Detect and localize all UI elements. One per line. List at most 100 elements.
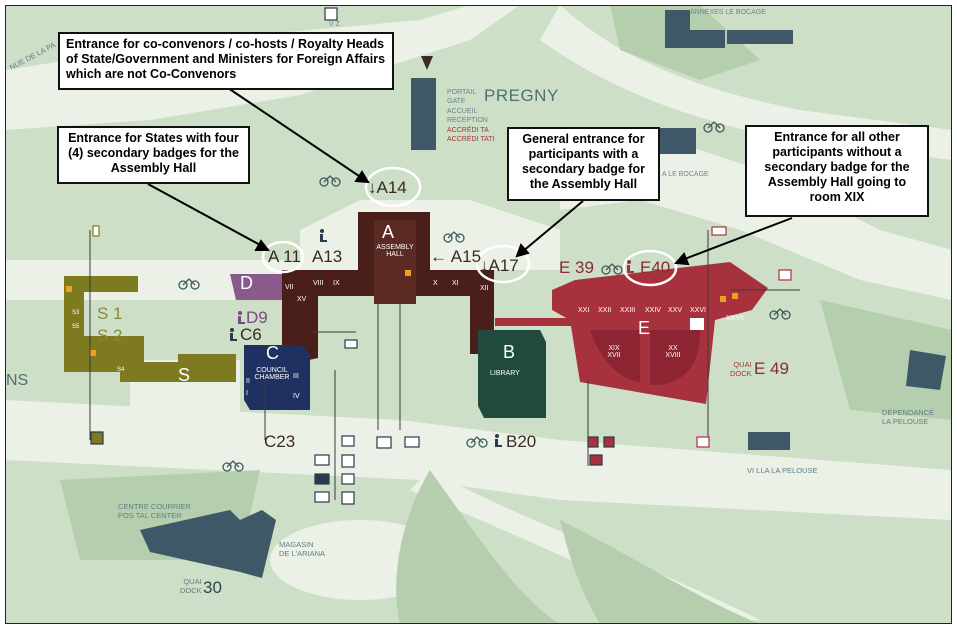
atm-icon: [92, 225, 100, 237]
wheelchair-icon: [627, 260, 634, 273]
building-b: [478, 330, 546, 418]
wheelchair-icon: [495, 434, 502, 447]
entrance-arrows: [421, 56, 433, 70]
entrance-b20: B20: [506, 432, 537, 451]
wheelchair-icon: [320, 229, 327, 242]
bicycle-icon: [222, 460, 244, 472]
building-e-letter: E: [638, 318, 651, 338]
building-e-icon: [690, 318, 704, 330]
restaurant-icon: [344, 339, 358, 349]
wheelchair-icon: [230, 328, 237, 341]
room-xxv: XXV: [668, 307, 683, 314]
bicycle-icon: [319, 175, 341, 187]
room-c-i: I: [246, 390, 248, 397]
entrance-a17: ↓A17: [480, 256, 519, 275]
callout-general-entrance: General entrance for participants with a…: [507, 127, 660, 201]
building-a-letter: A: [382, 222, 395, 242]
building-e-corridor: [495, 318, 575, 326]
room-xix: [590, 330, 640, 382]
entrance-marker: [405, 270, 411, 276]
bus-icon: [711, 226, 727, 236]
map-border: [5, 5, 952, 624]
room-vii: VII: [285, 284, 294, 291]
other-buildings: [140, 10, 946, 578]
room-c-iii: III: [293, 373, 299, 380]
place-villa: VI LLA LA PELOUSE: [747, 466, 818, 475]
room-c-ii: II: [246, 378, 250, 385]
callout-states-entrance: Entrance for States with four (4) second…: [57, 126, 250, 184]
highlight-circles: [261, 166, 678, 287]
entrance-e49: E 49: [754, 359, 789, 378]
building-a-name: ASSEMBLY HALL: [376, 244, 414, 258]
atm-icon: [341, 473, 355, 485]
assembly-hall-core: [374, 220, 416, 304]
building-d-letter: D: [240, 273, 253, 293]
bicycle-icon: [178, 278, 200, 290]
room-xxiii: XXIII: [620, 307, 636, 314]
building-s1-label: S 1: [97, 304, 123, 323]
bicycle-icon: [601, 263, 623, 275]
callout-arrows: [147, 87, 793, 266]
entrance-marker: [90, 350, 96, 356]
entrance-a11: A 11: [268, 247, 301, 266]
room-ix: IX: [333, 280, 340, 287]
entrance-e40: E40: [640, 258, 671, 277]
atm-icon: [341, 491, 355, 505]
bus-icon: [324, 7, 338, 21]
entrance-marker: [732, 293, 738, 299]
restaurant-icon: [696, 436, 710, 448]
room-xi: XI: [452, 280, 459, 287]
restaurant-icon: [778, 269, 792, 281]
room-s4: S4: [117, 367, 125, 373]
room-xxvi: XXVI: [690, 307, 706, 314]
room-xxiv: XXIV: [645, 307, 661, 314]
atm-icon: [341, 435, 355, 447]
bicycle-icon: [443, 231, 465, 243]
callout-others-entrance: Entrance for all other participants with…: [745, 125, 929, 217]
building-s-letter: S: [178, 365, 191, 385]
building-c-name: COUNCIL CHAMBER: [254, 367, 290, 381]
restaurant-icon: [404, 436, 420, 448]
entrance-c23: C23: [264, 432, 296, 451]
entrance-c6: C6: [240, 325, 262, 344]
quai-dock-30: 30: [203, 578, 222, 597]
room-xx: [650, 330, 700, 385]
entrance-d9: D9: [246, 308, 268, 327]
building-d: [230, 274, 286, 300]
room-xii: XII: [480, 285, 489, 292]
camera-icon: [376, 436, 392, 449]
building-c: [244, 345, 310, 410]
entrance-marker: [720, 296, 726, 302]
room-xxvii: XXVII: [726, 315, 744, 322]
wheelchair-icon: [238, 311, 245, 324]
room-xv: XV: [297, 296, 307, 303]
entrance-a13: A13: [312, 247, 343, 266]
entrance-a15: ← A15: [430, 247, 482, 266]
callout-vip-entrance: Entrance for co-convenors / co-hosts / R…: [58, 32, 394, 90]
building-s: [64, 276, 236, 382]
room-s3: S3: [72, 310, 80, 316]
room-xx-xviii: XX XVIII: [665, 345, 681, 359]
room-viii: VIII: [313, 280, 324, 287]
bus-icon: [314, 473, 330, 485]
room-c-iv: IV: [293, 393, 300, 400]
entrance-a14: ↓A14: [368, 178, 407, 197]
place-ns: NS: [6, 372, 29, 389]
bicycle-icon: [703, 121, 725, 133]
room-xxii: XXII: [598, 307, 612, 314]
gift-icon: [341, 454, 355, 468]
bicycle-icon: [769, 308, 791, 320]
place-vz: V Z: [329, 21, 340, 28]
entrance-e39: E 39: [559, 258, 594, 277]
gift-icon: [603, 436, 615, 448]
building-c-letter: C: [266, 343, 279, 363]
room-xxi: XXI: [578, 307, 590, 314]
